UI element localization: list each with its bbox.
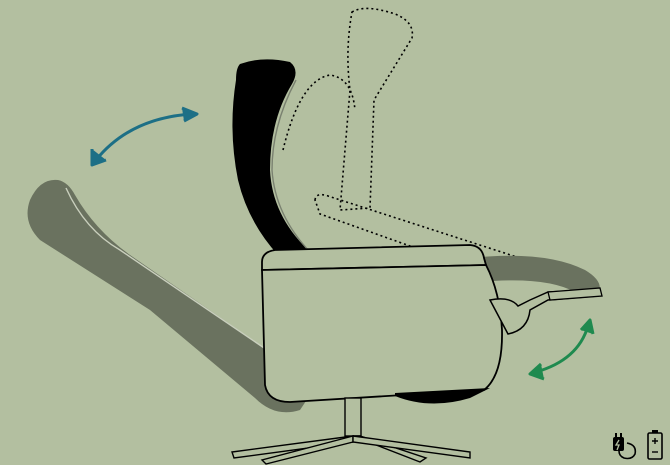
power-plug-icon bbox=[610, 431, 640, 461]
footrest-motion-arrow bbox=[530, 320, 593, 379]
battery-icon bbox=[646, 429, 664, 461]
power-icons bbox=[610, 429, 664, 461]
backrest bbox=[232, 59, 310, 255]
upright-backrest-dotted bbox=[283, 8, 520, 262]
backrest-motion-arrow bbox=[92, 108, 197, 165]
swivel-base bbox=[232, 398, 470, 464]
